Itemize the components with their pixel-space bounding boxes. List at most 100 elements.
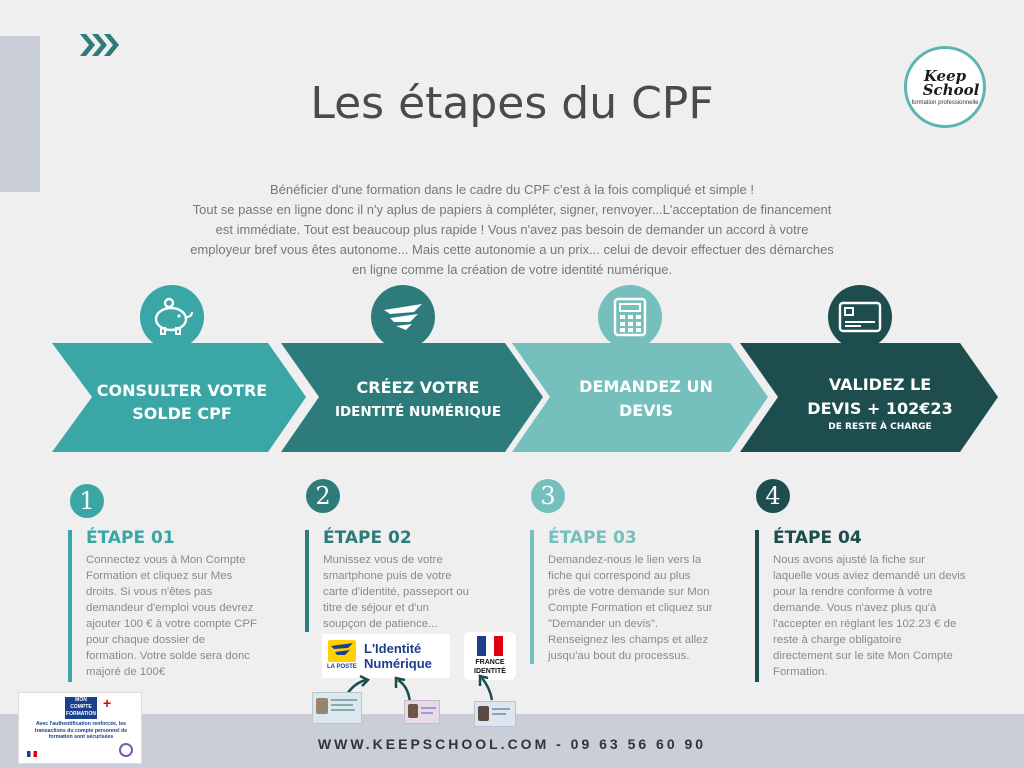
decorative-side-bar bbox=[0, 36, 40, 192]
logo-line-2: School bbox=[922, 80, 980, 99]
text-line: laquelle vous aviez demandé un devis bbox=[773, 570, 966, 582]
text-line: demandeur d'emploi vous devrez bbox=[86, 602, 254, 614]
id-card-image bbox=[474, 701, 516, 727]
plus-icon: + bbox=[103, 695, 112, 711]
text-line: Connectez vous à Mon Compte bbox=[86, 554, 246, 566]
text-line: pour la rendre conforme à votre bbox=[773, 586, 933, 598]
text-line: majoré de 100€ bbox=[86, 666, 166, 678]
step-number-1: 1 bbox=[70, 484, 104, 518]
text-line: Formation et cliquez sur Mes bbox=[86, 570, 233, 582]
text-line: Renseignez les champs et allez bbox=[548, 634, 709, 646]
step-number-4: 4 bbox=[756, 479, 790, 513]
chevron-arrows-icon bbox=[80, 34, 119, 56]
arrow-up-icon bbox=[397, 678, 412, 703]
text-line: Nous avons ajusté la fiche sur bbox=[773, 554, 925, 566]
france-identite-text: FRANCE IDENTITÉ bbox=[464, 658, 516, 676]
text-line: droits. Si vous n'êtes pas bbox=[86, 586, 213, 598]
banner-label-4: VALIDEZ LE DEVIS + 102€23 DE RESTE À CHA… bbox=[790, 373, 970, 434]
text-line: ajouter 100 € à votre compte CPF bbox=[86, 618, 257, 630]
step-title-1: ÉTAPE 01 bbox=[86, 528, 175, 548]
step-description-1: Connectez vous à Mon Compte Formation et… bbox=[86, 552, 296, 680]
banner-line: DE RESTE À CHARGE bbox=[828, 422, 932, 432]
intro-line: Tout se passe en ligne donc il n'y aplus… bbox=[192, 202, 832, 217]
footer-contact[interactable]: WWW.KEEPSCHOOL.COM - 09 63 56 60 90 bbox=[317, 736, 707, 752]
mcf-line: MON bbox=[75, 697, 87, 703]
marianne-flag-icon bbox=[27, 751, 37, 757]
text-line: formation. Votre solde sera donc bbox=[86, 650, 250, 662]
laposte-brand: LA POSTE bbox=[327, 664, 357, 670]
banner-line: CRÉEZ VOTRE bbox=[356, 378, 480, 397]
text-line: Formation. bbox=[773, 666, 828, 678]
banner-label-2: CRÉEZ VOTRE IDENTITÉ NUMÉRIQUE bbox=[312, 376, 524, 424]
credit-card-icon bbox=[828, 285, 892, 349]
arrow-up-icon bbox=[481, 677, 494, 701]
banner-shape-3 bbox=[512, 343, 768, 452]
text-line: reste à charge obligatoire bbox=[773, 634, 902, 646]
text-line: Munissez vous de votre bbox=[323, 554, 443, 566]
mon-compte-formation-badge: MON COMPTE FORMATION + Avec l'authentifi… bbox=[18, 692, 142, 764]
intro-line: en ligne comme la création de votre iden… bbox=[351, 262, 673, 277]
text-line: soupçon de patience... bbox=[323, 618, 438, 630]
step-accent-bar bbox=[530, 530, 534, 664]
banner-line: CONSULTER VOTRE bbox=[96, 381, 268, 400]
step-description-3: Demandez-nous le lien vers la fiche qui … bbox=[548, 552, 753, 664]
calculator-icon bbox=[598, 285, 662, 349]
step-description-2: Munissez vous de votre smartphone puis d… bbox=[323, 552, 523, 632]
banner-label-1: CONSULTER VOTRE SOLDE CPF bbox=[86, 379, 278, 425]
banner-line: IDENTITÉ NUMÉRIQUE bbox=[334, 404, 502, 420]
logo-tagline: formation professionnelle bbox=[911, 99, 979, 106]
laposte-identite-logo: LA POSTE L'Identité Numérique bbox=[322, 634, 450, 678]
step-accent-bar bbox=[305, 530, 309, 632]
text-line: carte d'identité, passeport ou bbox=[323, 586, 469, 598]
step-title-3: ÉTAPE 03 bbox=[548, 528, 637, 548]
text-line: titre de séjour et d'un bbox=[323, 602, 430, 614]
piggy-bank-icon bbox=[140, 285, 204, 349]
intro-line: Bénéficier d'une formation dans le cadre… bbox=[269, 182, 755, 197]
step-accent-bar bbox=[755, 530, 759, 682]
banner-line: DEVIS bbox=[618, 401, 674, 420]
logo-line-1: Keep bbox=[923, 66, 967, 85]
text-line: l'accepter en réglant les 102.23 € de bbox=[773, 618, 957, 630]
france-identite-line: IDENTITÉ bbox=[474, 668, 506, 675]
text-line: pour chaque dossier de bbox=[86, 634, 206, 646]
text-line: demande. Vous n'avez plus qu'à bbox=[773, 602, 937, 614]
intro-line: est immédiate. Tout est beaucoup plus ra… bbox=[215, 222, 809, 237]
laposte-bird-icon bbox=[371, 285, 435, 349]
text-line: près de votre demande sur Mon bbox=[548, 586, 710, 598]
text-line: "Demander un devis". bbox=[548, 618, 659, 630]
step-description-4: Nous avons ajusté la fiche sur laquelle … bbox=[773, 552, 1003, 680]
identite-line-2: Numérique bbox=[364, 656, 432, 671]
banner-shape-2 bbox=[281, 343, 543, 452]
banner-line: VALIDEZ LE bbox=[828, 375, 932, 394]
banner-shape-1 bbox=[52, 343, 306, 452]
banner-line: DEVIS + 102€23 bbox=[807, 399, 953, 418]
keepschool-logo[interactable]: Keep School formation professionnelle bbox=[904, 46, 986, 128]
step-title-2: ÉTAPE 02 bbox=[323, 528, 412, 548]
france-identite-line: FRANCE bbox=[475, 659, 505, 666]
badge-text: Avec l'authentification renforcée, les t… bbox=[34, 721, 128, 740]
step-title-4: ÉTAPE 04 bbox=[773, 528, 862, 548]
text-line: jusqu'au bout du processus. bbox=[548, 650, 690, 662]
identite-line-1: L'Identité bbox=[364, 641, 422, 656]
text-line: Compte Formation et cliquez sur bbox=[548, 602, 713, 614]
intro-paragraph: Bénéficier d'une formation dans le cadre… bbox=[150, 180, 874, 280]
page-title: Les étapes du CPF bbox=[310, 78, 714, 129]
banner-line: DEMANDEZ UN bbox=[579, 377, 713, 396]
intro-line: employeur bref vous êtes autonome... Mai… bbox=[190, 242, 834, 257]
text-line: Demandez-nous le lien vers la bbox=[548, 554, 702, 566]
text-line: fiche qui correspond au plus bbox=[548, 570, 691, 582]
mcf-logo: MON COMPTE FORMATION bbox=[65, 697, 97, 719]
laposte-bird-icon bbox=[328, 640, 356, 662]
steps-banner bbox=[52, 343, 998, 452]
text-line: smartphone puis de votre bbox=[323, 570, 452, 582]
id-card-image bbox=[312, 692, 362, 724]
step-number-2: 2 bbox=[306, 479, 340, 513]
marianne-flag-icon bbox=[477, 636, 503, 656]
france-identite-logo: FRANCE IDENTITÉ bbox=[464, 632, 516, 680]
step-accent-bar bbox=[68, 530, 72, 682]
mcf-line: COMPTE bbox=[70, 704, 92, 710]
banner-shape-4 bbox=[740, 343, 998, 452]
banner-label-3: DEMANDEZ UN DEVIS bbox=[560, 375, 732, 423]
text-line: directement sur le site Mon Compte bbox=[773, 650, 953, 662]
caisse-depots-logo-icon bbox=[119, 743, 133, 757]
